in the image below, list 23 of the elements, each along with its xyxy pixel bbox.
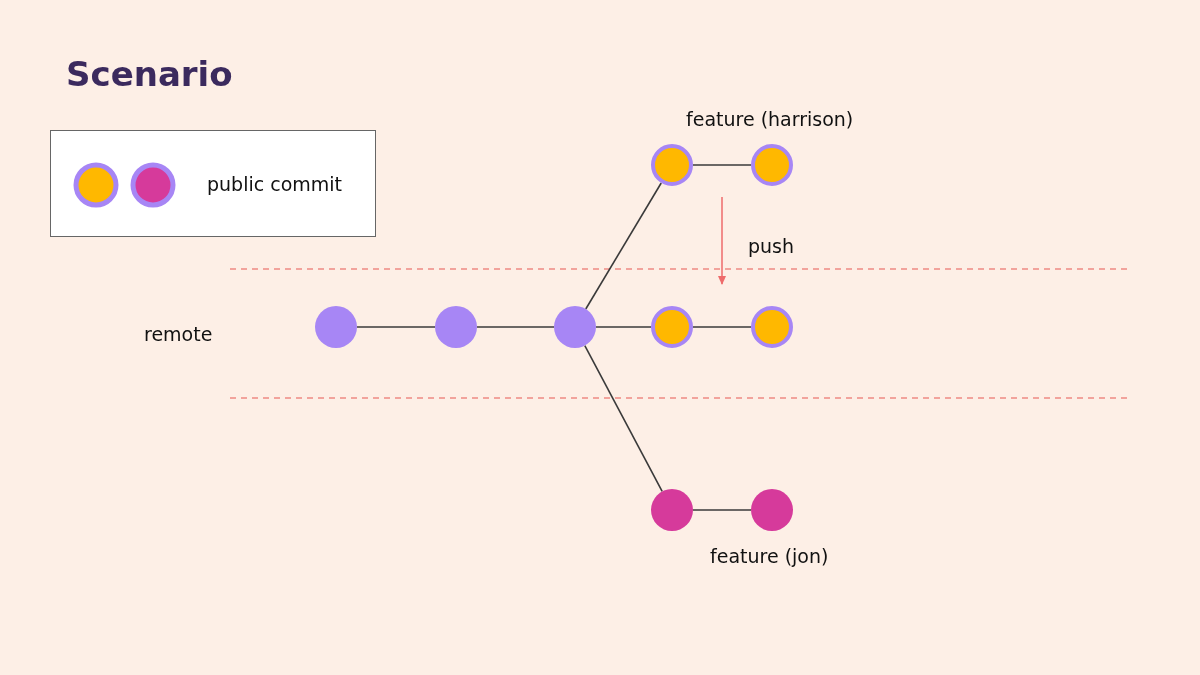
commit-circle: [651, 489, 693, 531]
branch-label: feature (harrison): [686, 108, 854, 130]
branch-line: [585, 182, 662, 310]
branch-line: [692, 164, 752, 166]
slide-title: Scenario: [66, 54, 233, 94]
branch-line: [356, 326, 436, 328]
commit-circle: [651, 306, 693, 348]
commit-circle: [751, 489, 793, 531]
arrow-label: push: [748, 235, 795, 257]
commit-circle: [435, 306, 477, 348]
branch-line: [476, 326, 555, 328]
branch-line: [584, 344, 663, 493]
branch-label: remote: [144, 323, 213, 345]
branch-line: [692, 509, 752, 511]
commit-circle: [554, 306, 596, 348]
legend-label: public commit: [207, 173, 343, 195]
commit-circle: [651, 144, 693, 186]
commit-circle: [315, 306, 357, 348]
commit-circle: [751, 306, 793, 348]
branch-line: [595, 326, 652, 328]
commit-circle: [751, 144, 793, 186]
branch-line: [692, 326, 752, 328]
branch-label: feature (jon): [710, 545, 829, 567]
